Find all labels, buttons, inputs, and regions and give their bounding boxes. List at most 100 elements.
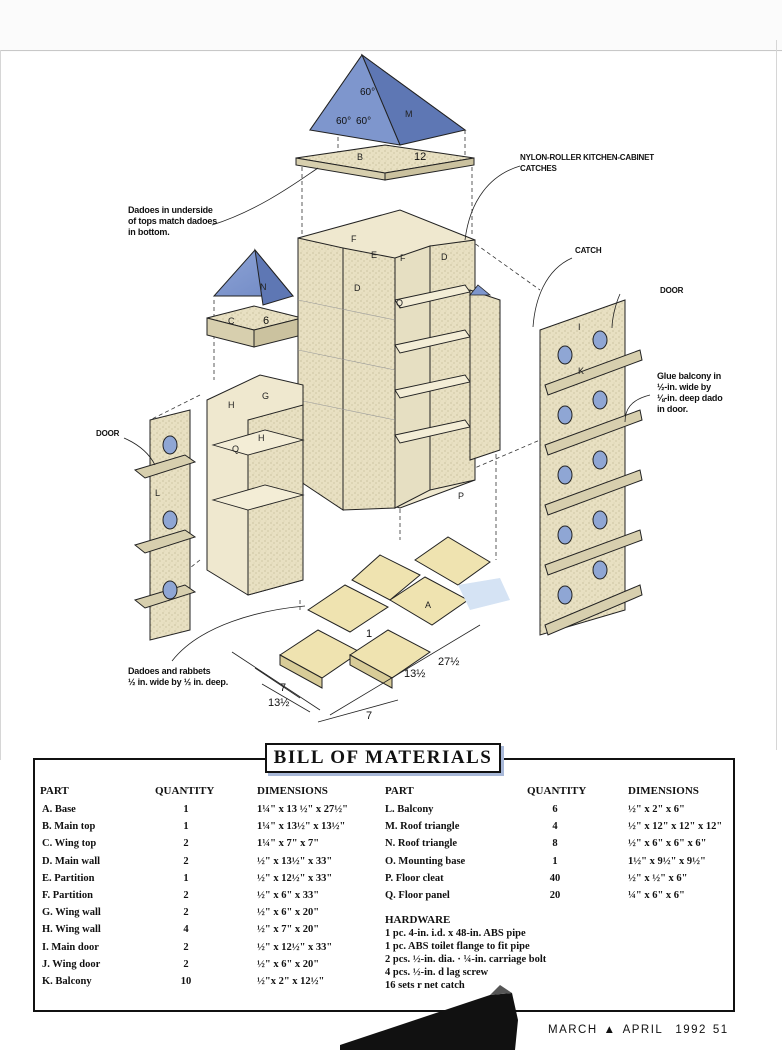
- bom-quantity-cell: 10: [180, 976, 192, 987]
- main-roof-pyramid-m: [309, 53, 467, 146]
- callout-door-right: DOOR: [660, 286, 684, 295]
- dim-base-27: 27½: [438, 656, 460, 668]
- bom-quantity-cell: 2: [183, 838, 189, 850]
- bom-dimensions-cell: 1¼" x 7" x 7": [257, 838, 320, 850]
- dim-angle-top: 60°: [360, 87, 376, 98]
- callout-glue-balcony: Glue balcony in ½-in. wide by ⅛-in. deep…: [657, 371, 723, 415]
- bom-quantity-cell: 2: [183, 890, 189, 901]
- hardware-item: 4 pcs. ½-in. d lag screw: [385, 967, 489, 978]
- folio-month-april: APRIL: [622, 1024, 664, 1036]
- callout-dadoes-top: Dadoes in underside of tops match dadoes…: [128, 205, 217, 238]
- dim-wing-6: 6: [263, 315, 270, 327]
- callout-line: ½-in. wide by: [657, 382, 711, 392]
- callout-line: ½ in. wide by ½ in. deep.: [128, 677, 229, 687]
- bom-dimensions-cell: 1¼" x 13 ½" x 27½": [257, 804, 348, 815]
- folio-month-march: MARCH: [548, 1024, 598, 1036]
- folio-triangle-icon: ▲: [603, 1024, 617, 1036]
- bom-quantity-cell: 1: [183, 804, 189, 815]
- bom-part-cell: E. Partition: [42, 872, 95, 884]
- part-letter: M: [405, 109, 413, 119]
- bom-dimensions-cell: ½" x 12½" x 33": [257, 872, 333, 884]
- page-top-rule: [0, 50, 782, 51]
- right-wing-tower: [469, 284, 501, 461]
- part-letter: N: [260, 282, 267, 292]
- bom-dimensions-cell: ½" x 6" x 20": [257, 958, 320, 970]
- part-letter: P: [458, 491, 465, 501]
- bom-part-cell: Q. Floor panel: [385, 890, 450, 901]
- dim-base-13b: 13½: [268, 697, 290, 709]
- bom-quantity-cell: 1: [183, 821, 189, 833]
- main-top-b: [295, 144, 475, 181]
- base-dimension-lines: [231, 624, 481, 723]
- bom-quantity-cell: 8: [552, 838, 558, 850]
- bom-dimensions-cell: ½" x 2" x 6": [628, 804, 685, 815]
- callout-line: of tops match dadoes: [128, 216, 218, 226]
- bom-part-cell: C. Wing top: [42, 838, 97, 850]
- dim-angle-right: 60°: [356, 116, 372, 127]
- bom-part-cell: D. Main wall: [42, 855, 101, 867]
- callout-line: ⅛-in. deep dado: [657, 393, 723, 403]
- part-letter: K: [578, 366, 585, 376]
- part-letter: H: [228, 400, 235, 410]
- bom-part-cell: A. Base: [42, 804, 76, 815]
- bom-dimensions-cell: ½"x 2" x 12½": [257, 976, 325, 987]
- dim-base-13a: 13½: [404, 668, 426, 680]
- bom-quantity-cell: 2: [183, 855, 189, 867]
- base-a: [279, 536, 510, 689]
- bom-part-cell: N. Roof triangle: [385, 838, 458, 850]
- bom-quantity-cell: 4: [183, 924, 189, 936]
- wing-roof-pyramid-n: [212, 248, 295, 306]
- bom-quantity-cell: 1: [183, 872, 189, 884]
- bom-part-cell: M. Roof triangle: [385, 821, 460, 833]
- right-dimensions-header: DIMENSIONS: [628, 785, 699, 797]
- bom-quantity-cell: 6: [552, 804, 558, 815]
- page-right-rule: [776, 40, 777, 750]
- left-part-header: PART: [40, 785, 69, 797]
- bom-part-cell: L. Balcony: [385, 804, 434, 815]
- callout-line: in door.: [657, 404, 688, 414]
- bom-dimensions-cell: ½" x ½" x 6": [628, 872, 688, 884]
- bom-quantity-cell: 2: [183, 958, 189, 970]
- hardware-item: 1 pc. 4-in. i.d. x 48-in. ABS pipe: [385, 928, 526, 939]
- page-left-rule: [0, 50, 1, 760]
- part-letter: H: [258, 433, 265, 443]
- bom-part-cell: O. Mounting base: [385, 855, 466, 867]
- torn-page-shadow: [340, 985, 518, 1050]
- bom-part-cell: G. Wing wall: [42, 907, 101, 919]
- bill-of-materials-title: BILL OF MATERIALS: [265, 743, 501, 773]
- bom-quantity-cell: 4: [552, 821, 558, 833]
- dim-angle-left: 60°: [336, 116, 352, 127]
- part-letter: F: [351, 234, 357, 244]
- callout-door-left: DOOR: [96, 429, 120, 438]
- bom-dimensions-cell: ½" x 12" x 12" x 12": [628, 821, 723, 833]
- part-letter: I: [578, 322, 581, 332]
- callout-line: in bottom.: [128, 227, 170, 237]
- folio-year: 1992: [675, 1024, 707, 1036]
- dim-base-7a: 7: [280, 682, 287, 694]
- bom-dimensions-cell: ½" x 13½" x 33": [257, 855, 333, 867]
- hardware-item: 1 pc. ABS toilet flange to fit pipe: [385, 941, 530, 952]
- bom-dimensions-cell: ½" x 6" x 33": [257, 890, 320, 901]
- bom-dimensions-cell: 1¼" x 13½" x 13½": [257, 821, 346, 833]
- bom-quantity-cell: 40: [549, 872, 561, 884]
- part-letter: D: [354, 283, 361, 293]
- part-letter: Q: [396, 298, 404, 308]
- left-door-j: [133, 409, 197, 641]
- callout-dadoes-rabbets: Dadoes and rabbets ½ in. wide by ½ in. d…: [128, 666, 228, 688]
- part-letter: D: [441, 252, 448, 262]
- callout-catch: CATCH: [575, 246, 602, 255]
- bom-dimensions-cell: ½" x 7" x 20": [257, 924, 320, 936]
- callout-line: Glue balcony in: [657, 371, 722, 381]
- bom-part-cell: K. Balcony: [42, 976, 92, 987]
- bom-dimensions-cell: 1½" x 9½" x 9½": [628, 855, 706, 867]
- dim-roof-12: 12: [414, 151, 427, 163]
- callout-line: NYLON-ROLLER KITCHEN-CABINET: [520, 153, 654, 162]
- callout-line: Dadoes in underside: [128, 205, 213, 215]
- part-letter: E: [371, 250, 378, 260]
- left-dimensions-header: DIMENSIONS: [257, 785, 328, 797]
- right-part-header: PART: [385, 785, 414, 797]
- part-letter: G: [262, 391, 270, 401]
- hardware-item: 2 pcs. ½-in. dia. · ¼-in. carriage bolt: [385, 954, 547, 965]
- left-wing-tower: [206, 374, 305, 596]
